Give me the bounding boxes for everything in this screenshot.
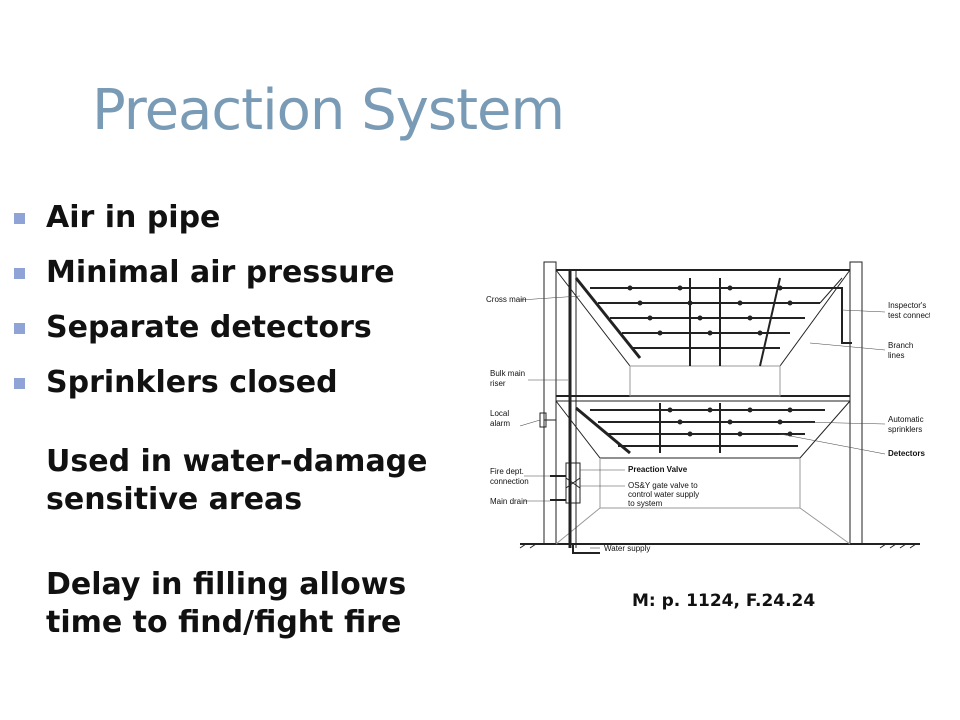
label-osy-3: to system bbox=[628, 499, 663, 508]
label-water-supply: Water supply bbox=[604, 544, 650, 553]
square-bullet-icon bbox=[14, 323, 25, 334]
paragraph-water-damage: Used in water-damage sensitive areas bbox=[46, 444, 428, 517]
bullet-item: Air in pipe bbox=[12, 196, 482, 251]
label-branch: Branch bbox=[888, 341, 913, 350]
label-inspectors: Inspector's bbox=[888, 301, 926, 310]
label-sprinklers: sprinklers bbox=[888, 425, 922, 434]
square-bullet-icon bbox=[14, 378, 25, 389]
label-automatic: Automatic bbox=[888, 415, 924, 424]
inspectors-test-pipe bbox=[835, 287, 852, 344]
label-detectors: Detectors bbox=[888, 449, 925, 458]
preaction-valve bbox=[565, 462, 581, 504]
bullet-item: Sprinklers closed bbox=[12, 361, 482, 416]
label-local: Local bbox=[490, 409, 509, 418]
label-connection: connection bbox=[490, 477, 529, 486]
label-main-drain: Main drain bbox=[490, 497, 527, 506]
label-fire-dept: Fire dept. bbox=[490, 467, 524, 476]
bullet-text: Sprinklers closed bbox=[46, 365, 338, 400]
preaction-system-diagram: Cross main Bulk main riser Local alarm F… bbox=[486, 261, 930, 554]
label-lines: lines bbox=[888, 351, 904, 360]
left-wall bbox=[543, 261, 557, 545]
upper-cross-main bbox=[574, 277, 642, 359]
square-bullet-icon bbox=[14, 213, 25, 224]
bullet-text: Separate detectors bbox=[46, 310, 372, 345]
label-osy-1: OS&Y gate valve to bbox=[628, 481, 698, 490]
label-preaction-valve: Preaction Valve bbox=[628, 465, 688, 474]
right-wall bbox=[849, 261, 863, 545]
label-alarm: alarm bbox=[490, 419, 510, 428]
bullet-list: Air in pipe Minimal air pressure Separat… bbox=[12, 196, 482, 416]
lower-room-perspective bbox=[555, 400, 851, 459]
bullet-item: Separate detectors bbox=[12, 306, 482, 361]
bullet-text: Minimal air pressure bbox=[46, 255, 395, 290]
water-supply-pipe bbox=[572, 544, 600, 554]
bullet-text: Air in pipe bbox=[46, 200, 221, 235]
bullet-item: Minimal air pressure bbox=[12, 251, 482, 306]
label-cross-main: Cross main bbox=[486, 295, 526, 304]
figure-caption: M: p. 1124, F.24.24 bbox=[632, 591, 816, 611]
label-bulk-main: Bulk main bbox=[490, 369, 525, 378]
paragraph-delay: Delay in filling allows time to find/fig… bbox=[46, 567, 407, 640]
label-osy-2: control water supply bbox=[628, 490, 699, 499]
square-bullet-icon bbox=[14, 268, 25, 279]
osy-gate-valve bbox=[565, 477, 581, 489]
label-riser: riser bbox=[490, 379, 506, 388]
slide-title: Preaction System bbox=[92, 78, 565, 143]
label-test-connection: test connection bbox=[888, 311, 930, 320]
